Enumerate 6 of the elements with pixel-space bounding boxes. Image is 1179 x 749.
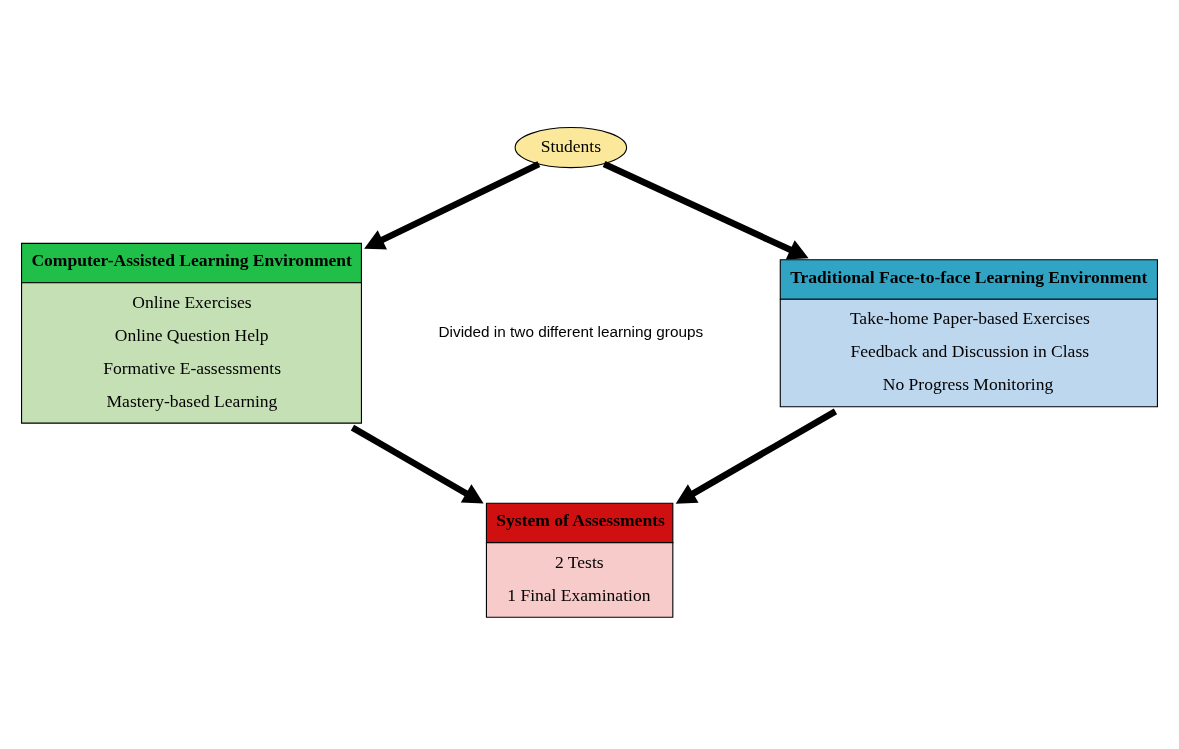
arrow <box>602 161 809 260</box>
arrow <box>364 161 541 250</box>
arrow <box>350 424 484 504</box>
arrow <box>675 408 838 504</box>
label: Divided in two different learning groups <box>438 323 704 341</box>
node-ellipse: Students <box>514 126 628 169</box>
